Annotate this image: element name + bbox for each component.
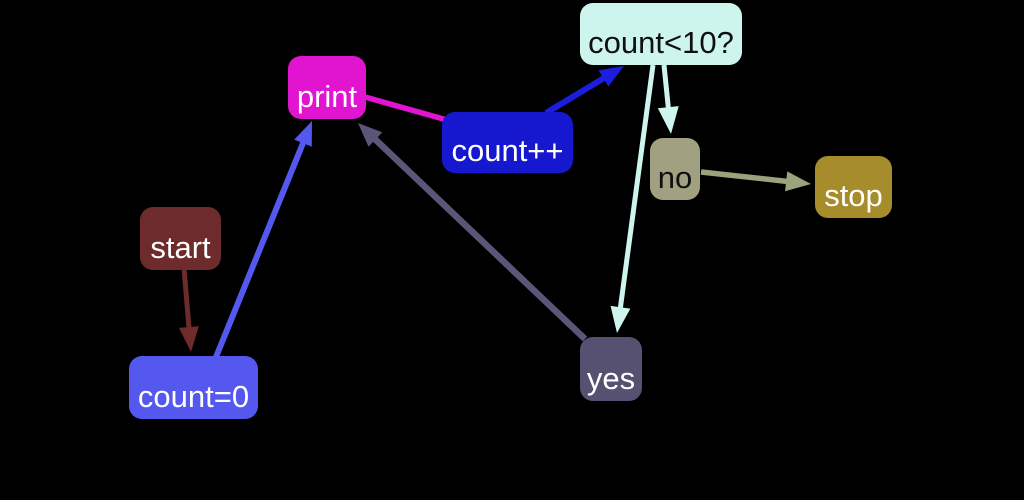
- edge-no-to-stop: [700, 169, 791, 185]
- arrowhead-count0-to-print: [294, 121, 312, 147]
- arrowhead-cond-to-no: [657, 106, 679, 134]
- node-label-no: no: [657, 160, 693, 196]
- node-label-print: print: [296, 79, 358, 115]
- node-print[interactable]: print: [288, 56, 366, 119]
- arrowhead-no-to-stop: [785, 171, 811, 192]
- arrowhead-countpp-to-cond: [598, 66, 624, 87]
- edge-cond-to-yes: [617, 64, 656, 312]
- node-label-count0: count=0: [137, 379, 250, 415]
- node-countpp[interactable]: count++: [442, 112, 573, 173]
- arrowhead-cond-to-yes: [610, 305, 631, 333]
- node-label-cond: count<10?: [588, 25, 734, 61]
- node-label-stop: stop: [824, 178, 883, 214]
- node-start[interactable]: start: [140, 207, 221, 270]
- node-cond[interactable]: count<10?: [580, 3, 742, 65]
- arrowhead-start-to-count0: [178, 326, 199, 352]
- node-no[interactable]: no: [650, 138, 700, 200]
- node-stop[interactable]: stop: [815, 156, 892, 218]
- arrowhead-yes-to-print: [358, 123, 383, 147]
- edge-start-to-count0: [181, 267, 192, 332]
- edge-countpp-to-cond: [544, 73, 609, 116]
- node-label-countpp: count++: [451, 133, 564, 169]
- node-count0[interactable]: count=0: [129, 356, 258, 419]
- node-label-yes: yes: [586, 361, 636, 397]
- edge-cond-to-no: [661, 64, 672, 112]
- edge-count0-to-print: [213, 138, 308, 359]
- edge-yes-to-print: [370, 134, 588, 342]
- node-yes[interactable]: yes: [580, 337, 642, 401]
- node-label-start: start: [150, 230, 211, 266]
